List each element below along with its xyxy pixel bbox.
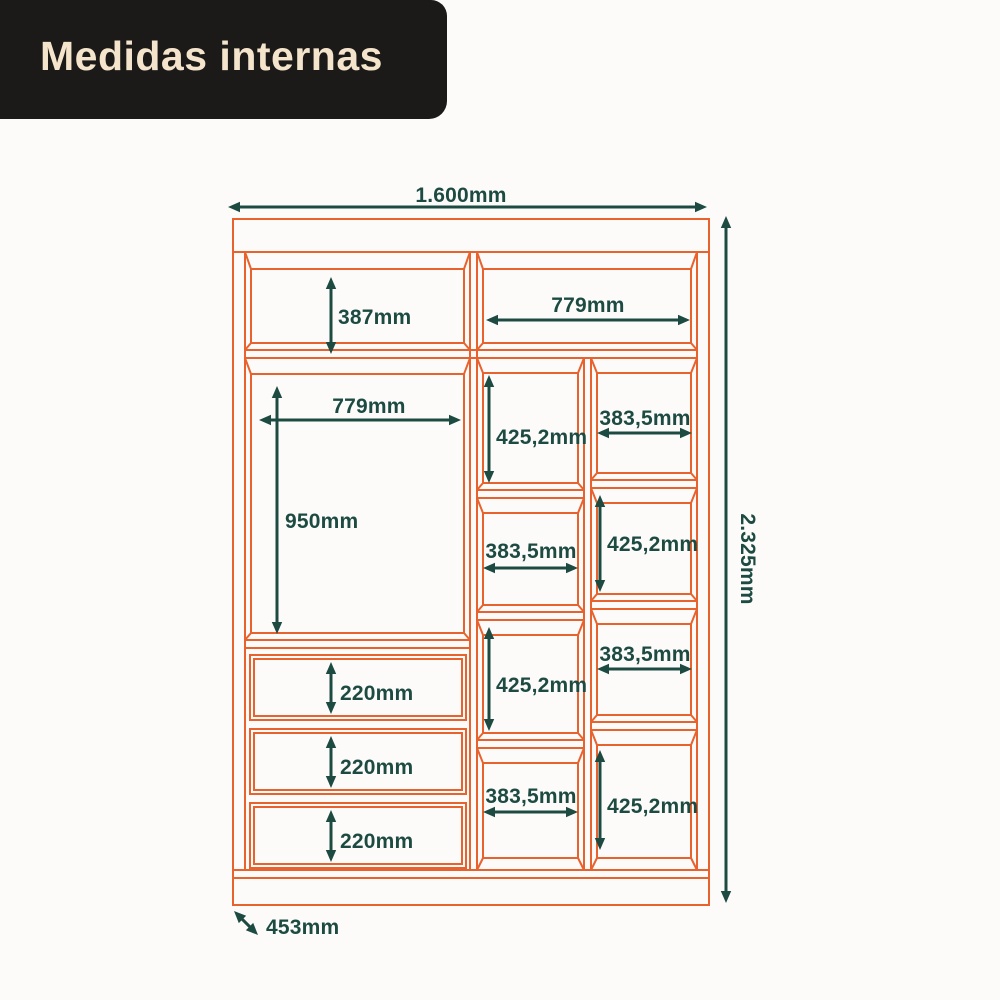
dimension-mid-r3-height: 425,2mm xyxy=(483,627,587,731)
arrowhead-icon xyxy=(325,776,337,788)
arrowhead-icon xyxy=(483,627,495,639)
arrowhead-icon xyxy=(325,850,337,862)
arrowhead-icon xyxy=(486,314,498,326)
dimension-label: 425,2mm xyxy=(607,533,698,556)
compartment-frame xyxy=(244,357,471,641)
dimension-line xyxy=(240,917,252,929)
arrowhead-icon xyxy=(325,662,337,674)
arrowhead-icon xyxy=(594,750,606,762)
drawer-front xyxy=(249,654,467,721)
dimension-label: 387mm xyxy=(338,306,411,329)
dimension-annotations: 1.600mm 2.325mm 453mm 387mm 779mm 779mm 950mm 4… xyxy=(228,184,759,939)
compartment-frame xyxy=(244,251,471,351)
arrowhead-icon xyxy=(566,806,578,818)
arrowhead-icon xyxy=(228,201,240,213)
dimension-label: 2.325mm xyxy=(736,513,759,604)
arrowhead-icon xyxy=(483,471,495,483)
arrowhead-icon xyxy=(325,702,337,714)
carcass-outer xyxy=(232,218,710,906)
dimension-label: 383,5mm xyxy=(485,785,576,808)
dimension-label: 383,5mm xyxy=(599,407,690,430)
dimension-label: 425,2mm xyxy=(496,674,587,697)
arrowhead-icon xyxy=(566,562,578,574)
dimension-hang-height: 950mm xyxy=(271,386,358,634)
dimension-right-r2-height: 425,2mm xyxy=(594,495,698,592)
dimension-label: 779mm xyxy=(332,395,405,418)
dimension-label: 383,5mm xyxy=(485,540,576,563)
arrowhead-icon xyxy=(483,375,495,387)
arrowhead-icon xyxy=(597,663,609,675)
dimension-mid-r4-width: 383,5mm xyxy=(483,785,578,818)
compartment-frame xyxy=(476,619,585,741)
dimension-right-r3-width: 383,5mm xyxy=(597,643,692,675)
dimension-label: 950mm xyxy=(285,510,358,533)
arrowhead-icon xyxy=(234,911,247,924)
dimension-label: 779mm xyxy=(551,294,624,317)
compartment-frame xyxy=(476,497,585,613)
dimension-drawer-3-height: 220mm xyxy=(325,810,413,862)
dimension-label: 220mm xyxy=(340,756,413,779)
dimension-drawer-1-height: 220mm xyxy=(325,662,413,714)
arrowhead-icon xyxy=(271,386,283,398)
arrowhead-icon xyxy=(325,277,337,289)
dimension-label: 453mm xyxy=(266,916,339,939)
arrowhead-icon xyxy=(259,414,271,426)
arrowhead-icon xyxy=(594,495,606,507)
dimension-drawer-2-height: 220mm xyxy=(325,736,413,788)
title-banner: Medidas internas xyxy=(0,0,447,119)
drawer-front xyxy=(249,728,467,795)
arrowhead-icon xyxy=(594,580,606,592)
dimension-mid-r2-width: 383,5mm xyxy=(483,540,578,574)
compartment-frame xyxy=(590,487,698,602)
dimension-total-width: 1.600mm xyxy=(228,184,707,213)
dimension-mid-r1-height: 425,2mm xyxy=(483,375,587,483)
arrowhead-icon xyxy=(695,201,707,213)
arrowhead-icon xyxy=(483,562,495,574)
arrowhead-icon xyxy=(449,414,461,426)
arrowhead-icon xyxy=(678,314,690,326)
dimension-top-right-width: 779mm xyxy=(486,294,690,326)
arrowhead-icon xyxy=(680,663,692,675)
wardrobe-outline xyxy=(232,218,710,906)
arrowhead-icon xyxy=(483,719,495,731)
dimension-label: 383,5mm xyxy=(599,643,690,666)
arrowhead-icon xyxy=(680,427,692,439)
dimension-label: 425,2mm xyxy=(496,426,587,449)
arrowhead-icon xyxy=(483,806,495,818)
compartment-frame xyxy=(590,729,698,871)
drawer-front xyxy=(249,802,467,869)
page-title: Medidas internas xyxy=(40,33,383,79)
dimension-label: 1.600mm xyxy=(415,184,506,207)
dimension-label: 220mm xyxy=(340,682,413,705)
dimension-top-left-height: 387mm xyxy=(325,277,411,354)
dimension-hang-width: 779mm xyxy=(259,395,461,426)
compartment-frame xyxy=(590,608,698,723)
dimension-right-r1-width: 383,5mm xyxy=(597,407,692,439)
arrowhead-icon xyxy=(594,838,606,850)
compartment-frame xyxy=(476,357,585,491)
dimension-total-height: 2.325mm xyxy=(720,216,759,903)
arrowhead-icon xyxy=(271,622,283,634)
compartment-frame xyxy=(476,747,585,871)
dimension-right-r4-height: 425,2mm xyxy=(594,750,698,850)
dimension-total-depth: 453mm xyxy=(234,911,339,939)
arrowhead-icon xyxy=(325,342,337,354)
dimension-label: 220mm xyxy=(340,830,413,853)
compartment-frame xyxy=(476,251,698,351)
arrowhead-icon xyxy=(597,427,609,439)
arrowhead-icon xyxy=(720,891,732,903)
arrowhead-icon xyxy=(325,736,337,748)
compartment-frame xyxy=(590,357,698,481)
arrowhead-icon xyxy=(720,216,732,228)
arrowhead-icon xyxy=(245,922,258,935)
arrowhead-icon xyxy=(325,810,337,822)
dimension-label: 425,2mm xyxy=(607,795,698,818)
